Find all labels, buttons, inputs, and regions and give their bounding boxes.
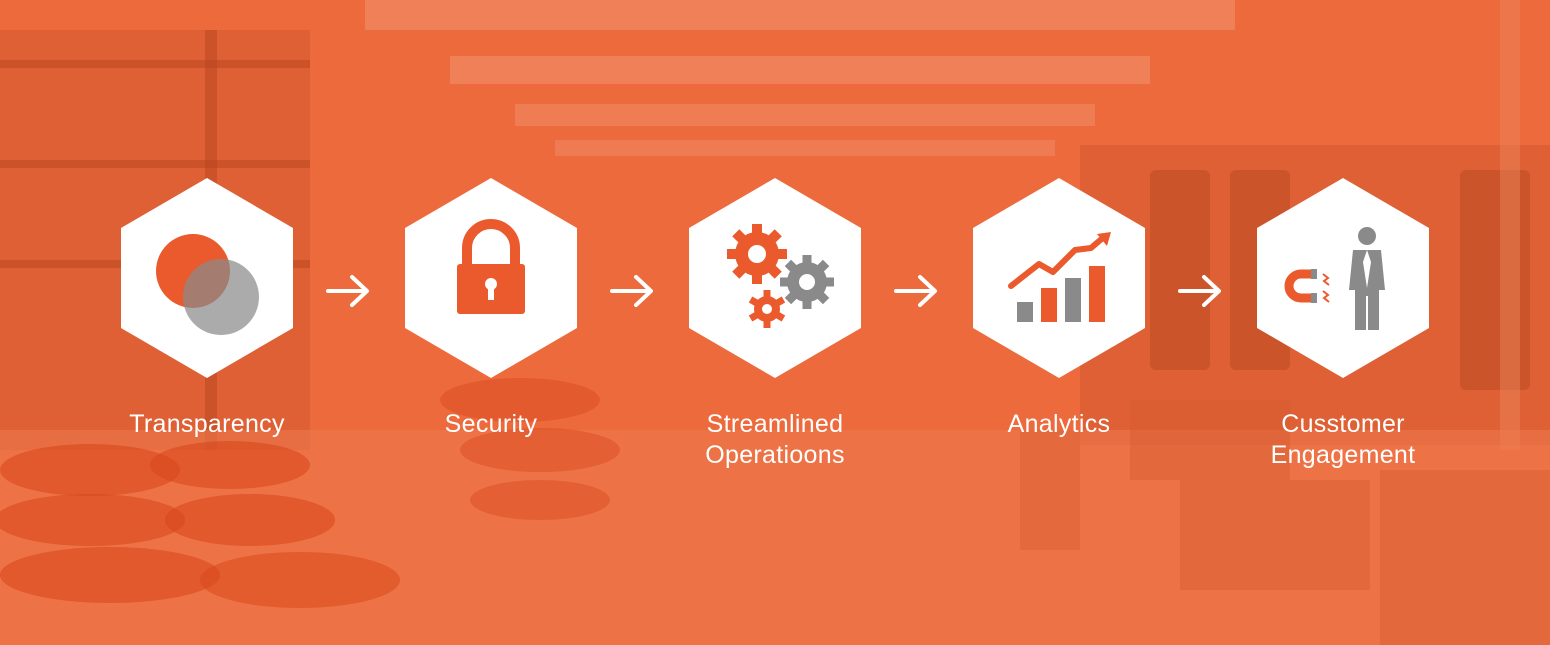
gears-icon	[727, 224, 834, 328]
step-label-streamlined-operations: Streamlined Operatioons	[705, 410, 845, 469]
step-operations-hexagon	[689, 178, 861, 378]
step-engagement-hexagon	[1257, 178, 1429, 378]
step-label-customer-engagement: Cusstomer Engagement	[1270, 410, 1416, 469]
arrow-4-icon	[1178, 275, 1221, 307]
step-label-transparency: Transparency	[129, 410, 285, 438]
step-analytics-hexagon	[973, 178, 1145, 378]
bar-chart-trend-icon	[1008, 232, 1111, 322]
step-label-security: Security	[444, 410, 538, 438]
arrow-3-icon	[894, 275, 937, 307]
step-label-analytics: Analytics	[1007, 410, 1111, 438]
magnet-person-icon	[1284, 227, 1385, 330]
padlock-icon	[457, 219, 525, 314]
step-security-hexagon	[405, 178, 577, 378]
step-transparency-hexagon	[121, 178, 293, 378]
arrow-2-icon	[610, 275, 653, 307]
arrow-1-icon	[326, 275, 369, 307]
overlapping-circles-icon	[156, 234, 259, 335]
